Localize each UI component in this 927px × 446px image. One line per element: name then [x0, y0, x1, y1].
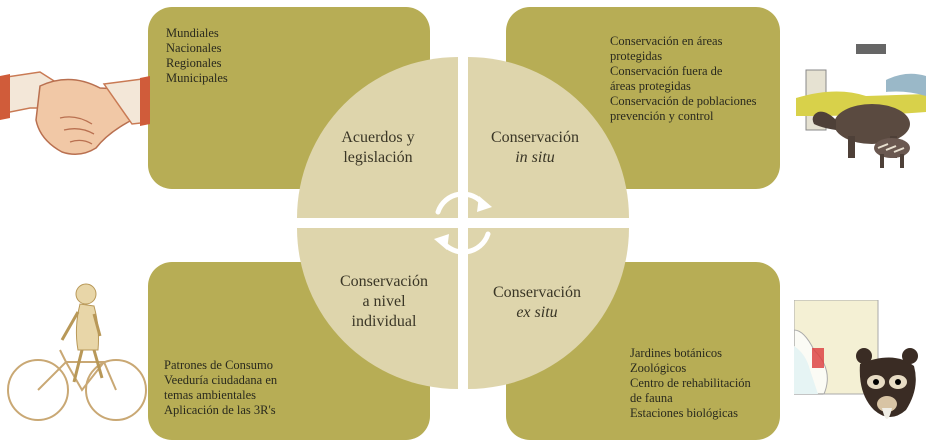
- cyclist-illustration: [7, 283, 147, 421]
- label-individual: Conservación a nivel individual: [328, 272, 440, 332]
- list-item: Nacionales: [166, 41, 222, 55]
- list-item: Zoológicos: [630, 361, 687, 375]
- label-ex-situ: Conservación ex situ: [478, 283, 596, 323]
- list-item: Municipales: [166, 71, 228, 85]
- label-text: individual: [351, 313, 417, 330]
- list-item: Regionales: [166, 56, 222, 70]
- list-item: Veeduría ciudadana en: [164, 373, 278, 387]
- label-text: Conservación: [340, 273, 428, 290]
- list-item: áreas protegidas: [610, 79, 691, 93]
- label-italic: ex situ: [516, 304, 558, 321]
- list-item: prevención y control: [610, 109, 714, 123]
- list-in-situ: Conservación en áreas protegidas Conserv…: [610, 34, 756, 124]
- list-acuerdos: Mundiales Nacionales Regionales Municipa…: [166, 26, 228, 86]
- list-item: Conservación en áreas: [610, 34, 723, 48]
- tapir-illustration: [796, 44, 926, 168]
- list-item: Conservación de poblaciones: [610, 94, 757, 108]
- label-italic: in situ: [515, 149, 555, 166]
- list-item: temas ambientales: [164, 388, 256, 402]
- list-item: protegidas: [610, 49, 663, 63]
- list-item: Mundiales: [166, 26, 219, 40]
- list-item: Centro de rehabilitación: [630, 376, 751, 390]
- list-item: Aplicación de las 3R's: [164, 403, 276, 417]
- label-text: Conservación: [493, 284, 581, 301]
- list-item: Estaciones biológicas: [630, 406, 738, 420]
- label-text: a nivel: [362, 293, 406, 310]
- list-item: Patrones de Consumo: [164, 358, 274, 372]
- list-ex-situ: Jardines botánicos Zoológicos Centro de …: [630, 346, 751, 421]
- list-individual: Patrones de Consumo Veeduría ciudadana e…: [164, 358, 277, 418]
- label-text: Acuerdos y legislación: [341, 129, 415, 166]
- list-item: Conservación fuera de: [610, 64, 723, 78]
- handshake-illustration: [0, 71, 150, 155]
- cycle-arrows-icon: [435, 191, 491, 255]
- label-text: Conservación: [491, 129, 579, 146]
- label-in-situ: Conservación in situ: [476, 128, 594, 168]
- map-bear-illustration: [794, 300, 918, 419]
- list-item: de fauna: [630, 391, 673, 405]
- label-acuerdos: Acuerdos y legislación: [322, 128, 434, 168]
- list-item: Jardines botánicos: [630, 346, 722, 360]
